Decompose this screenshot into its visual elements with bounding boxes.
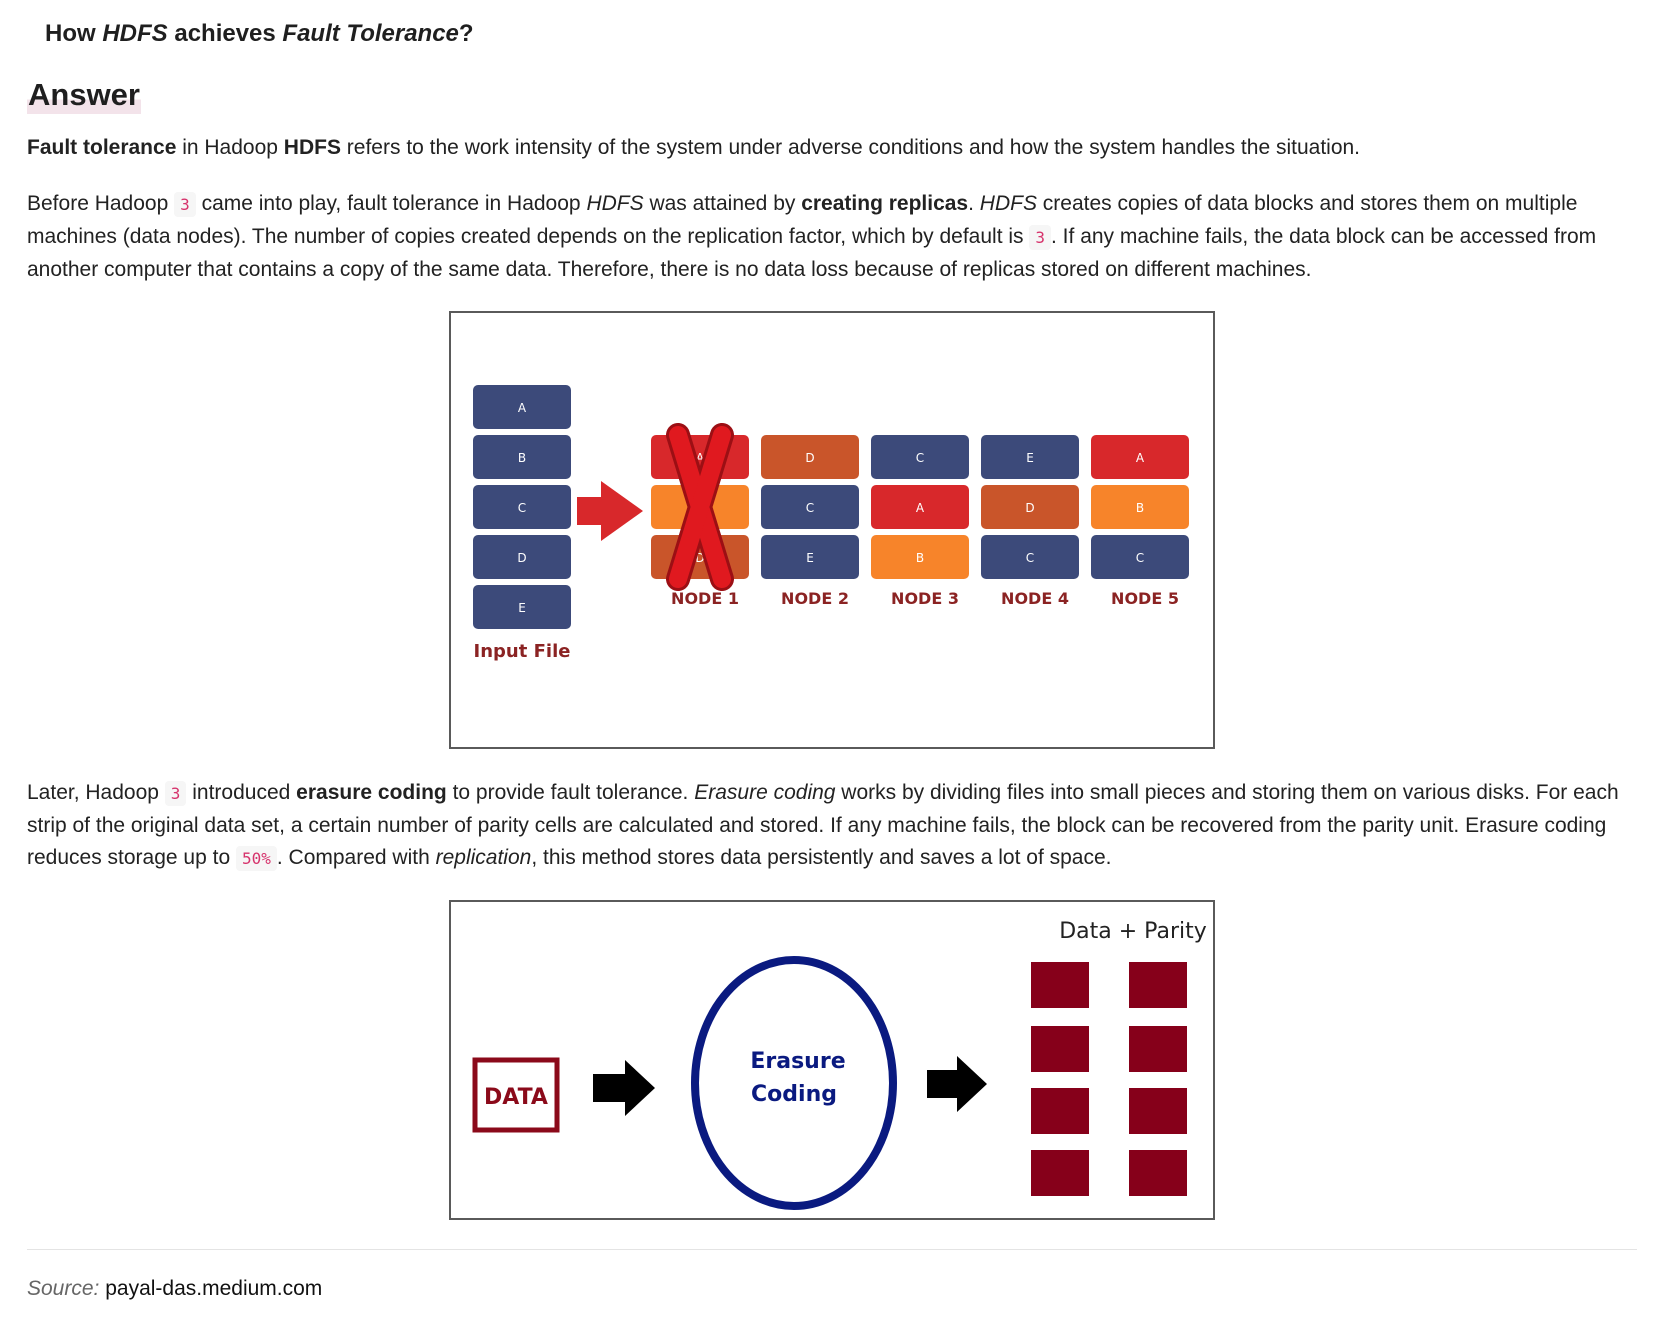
input-block <box>473 385 571 429</box>
node-label: NODE 5 <box>1111 589 1179 608</box>
node-block-label: A <box>916 501 925 515</box>
input-block <box>473 435 571 479</box>
node-label: NODE 1 <box>671 589 739 608</box>
data-box <box>472 1057 560 1133</box>
node-block <box>981 435 1079 479</box>
input-block-label: A <box>518 401 527 415</box>
data-label: DATA <box>484 1085 548 1110</box>
node-label: NODE 4 <box>1001 589 1069 608</box>
paragraph-erasure-coding: Later, Hadoop 3 introduced erasure codin… <box>27 781 1619 871</box>
circle-label-line2: Coding <box>751 1082 837 1107</box>
divider <box>27 1249 1637 1250</box>
arrow-right-icon <box>927 1056 987 1112</box>
inline-code: 3 <box>164 781 187 806</box>
node-label: NODE 3 <box>891 589 959 608</box>
node-block-label: C <box>916 451 924 465</box>
node-block <box>981 535 1079 579</box>
paragraph-definition: Fault tolerance in Hadoop HDFS refers to… <box>27 136 1361 159</box>
inline-code: 3 <box>174 192 196 217</box>
node-block <box>761 485 859 529</box>
parity-label: Data + Parity <box>1059 919 1207 944</box>
node-block-label: C <box>1136 551 1144 565</box>
circle-label-line1: Erasure <box>750 1049 845 1074</box>
node-block <box>1091 535 1189 579</box>
node-block <box>761 435 859 479</box>
node-block-label: E <box>1026 451 1034 465</box>
node-block-label: E <box>806 551 814 565</box>
node-block <box>981 485 1079 529</box>
input-block-label: C <box>518 501 526 515</box>
node-block-label: D <box>695 551 704 565</box>
node-block-label: B <box>916 551 924 565</box>
node-block <box>871 435 969 479</box>
node-block <box>871 535 969 579</box>
erasure-coding-circle <box>691 956 897 1210</box>
input-file-label: Input File <box>474 641 571 662</box>
input-block-label: D <box>517 551 526 565</box>
node-block <box>761 535 859 579</box>
parity-block <box>1031 1088 1089 1134</box>
inline-code: 3 <box>1029 225 1052 250</box>
failure-cross-icon <box>666 423 734 591</box>
replication-diagram: A B C D E Input File A B D NODE 1 D C E NODE 2 C A B NODE… <box>449 311 1215 749</box>
parity-block <box>1129 1026 1187 1072</box>
node-block-label: A <box>696 451 705 465</box>
input-block-label: B <box>518 451 526 465</box>
node-block <box>1091 485 1189 529</box>
parity-block <box>1031 1150 1089 1196</box>
input-block <box>473 535 571 579</box>
node-block <box>871 485 969 529</box>
paragraph-replication: Before Hadoop 3 came into play, fault to… <box>27 192 1597 281</box>
node-block-label: D <box>805 451 814 465</box>
answer-heading: Answer <box>27 76 141 114</box>
node-block-label: A <box>1136 451 1145 465</box>
node-block <box>1091 435 1189 479</box>
arrow-right-icon <box>593 1060 655 1116</box>
node-block-label: C <box>806 501 814 515</box>
input-block-label: E <box>518 601 526 615</box>
node-label: NODE 2 <box>781 589 849 608</box>
parity-block <box>1031 1026 1089 1072</box>
input-block <box>473 585 571 629</box>
inline-code: 50% <box>235 846 277 871</box>
node-block-label: D <box>1025 501 1034 515</box>
source-line: Source: payal-das.medium.com <box>27 1277 323 1300</box>
node-block-label: B <box>1136 501 1144 515</box>
input-block <box>473 485 571 529</box>
red-arrow-icon <box>577 481 643 541</box>
parity-block <box>1129 962 1187 1008</box>
replication-diagram-svg: A B C D E Input File A B D NODE 1 D C E NODE 2 C A B NODE… <box>473 385 1189 662</box>
parity-block <box>1031 962 1089 1008</box>
node-block-label: C <box>1026 551 1034 565</box>
question-heading: How HDFS achieves Fault Tolerance? <box>45 20 474 47</box>
parity-block <box>1129 1150 1187 1196</box>
parity-block <box>1129 1088 1187 1134</box>
